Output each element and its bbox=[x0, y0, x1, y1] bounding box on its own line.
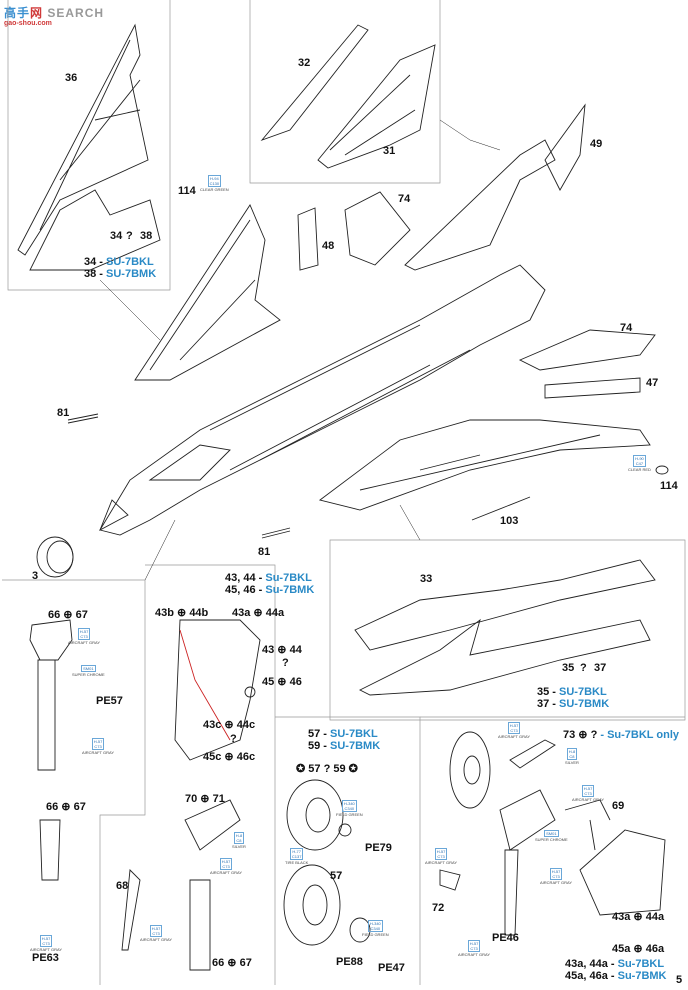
part-114-top: 114 bbox=[178, 185, 196, 197]
optional-icon: ? bbox=[580, 662, 587, 674]
optional-icon: ? bbox=[126, 230, 133, 242]
part-66-67-bottom: 66 ⊕ 67 bbox=[46, 801, 86, 813]
part-74-top: 74 bbox=[398, 193, 411, 205]
part-66-67-gear: 66 ⊕ 67 bbox=[212, 957, 252, 969]
part-pe47: PE47 bbox=[378, 962, 405, 974]
variant-35: 35 - SU-7BKL bbox=[537, 686, 607, 698]
part-48: 48 bbox=[322, 240, 335, 252]
part-35: 35 bbox=[562, 662, 575, 674]
part-57-wheel: 57 bbox=[330, 870, 343, 882]
part-45: 45 ⊕ 46 bbox=[262, 676, 302, 688]
optional-icon: ? bbox=[230, 733, 237, 745]
variant-34: 34 - SU-7BKL bbox=[84, 256, 154, 268]
variant-43a-44a: 43a, 44a - Su-7BKL bbox=[565, 958, 665, 970]
part-45c: 45c ⊕ 46c bbox=[203, 751, 256, 763]
variant-45-46: 45, 46 - Su-7BMK bbox=[225, 584, 315, 596]
part-43a: 43a ⊕ 44a bbox=[232, 607, 285, 619]
part-70-71: 70 ⊕ 71 bbox=[185, 793, 225, 805]
part-3: 3 bbox=[32, 570, 39, 582]
part-37: 37 bbox=[594, 662, 607, 674]
part-72: 72 bbox=[432, 902, 445, 914]
variant-37: 37 - SU-7BMK bbox=[537, 698, 610, 710]
part-81-left: 81 bbox=[57, 407, 70, 419]
part-43: 43 ⊕ 44 bbox=[262, 644, 302, 656]
part-34: 34 bbox=[110, 230, 123, 242]
part-81-bottom: 81 bbox=[258, 546, 271, 558]
part-114-right: 114 bbox=[660, 480, 678, 492]
part-57-59: ✪ 57 ? 59 ✪ bbox=[296, 763, 358, 775]
part-38: 38 bbox=[140, 230, 153, 242]
part-69: 69 bbox=[612, 800, 625, 812]
part-33: 33 bbox=[420, 573, 433, 585]
page-number: 5 bbox=[676, 974, 683, 986]
part-43a-44a: 43a ⊕ 44a bbox=[612, 911, 665, 923]
part-45a-46a: 45a ⊕ 46a bbox=[612, 943, 665, 955]
variant-45a-46a: 45a, 46a - Su-7BMK bbox=[565, 970, 667, 982]
part-43c: 43c ⊕ 44c bbox=[203, 719, 256, 731]
part-32: 32 bbox=[298, 57, 311, 69]
watermark-site: gao-shou.com bbox=[4, 20, 52, 27]
part-43b: 43b ⊕ 44b bbox=[155, 607, 209, 619]
part-36: 36 bbox=[65, 72, 78, 84]
part-74-right: 74 bbox=[620, 322, 633, 334]
part-pe57: PE57 bbox=[96, 695, 123, 707]
part-pe63: PE63 bbox=[32, 952, 59, 964]
part-31: 31 bbox=[383, 145, 396, 157]
optional-icon: ? bbox=[282, 657, 289, 669]
part-pe46: PE46 bbox=[492, 932, 519, 944]
part-49: 49 bbox=[590, 138, 603, 150]
part-103: 103 bbox=[500, 515, 519, 527]
part-pe88: PE88 bbox=[336, 956, 363, 968]
part-66-67-top: 66 ⊕ 67 bbox=[48, 609, 88, 621]
variant-59: 59 - SU-7BMK bbox=[308, 740, 381, 752]
part-68: 68 bbox=[116, 880, 129, 892]
part-47: 47 bbox=[646, 377, 659, 389]
part-pe79: PE79 bbox=[365, 842, 392, 854]
part-73-note: 73 ⊕ ? - Su-7BKL only bbox=[563, 729, 679, 741]
variant-43-44: 43, 44 - Su-7BKL bbox=[225, 572, 312, 584]
variant-38: 38 - SU-7BMK bbox=[84, 268, 157, 280]
variant-57: 57 - SU-7BKL bbox=[308, 728, 378, 740]
watermark: 高手网 SEARCH bbox=[4, 6, 105, 20]
